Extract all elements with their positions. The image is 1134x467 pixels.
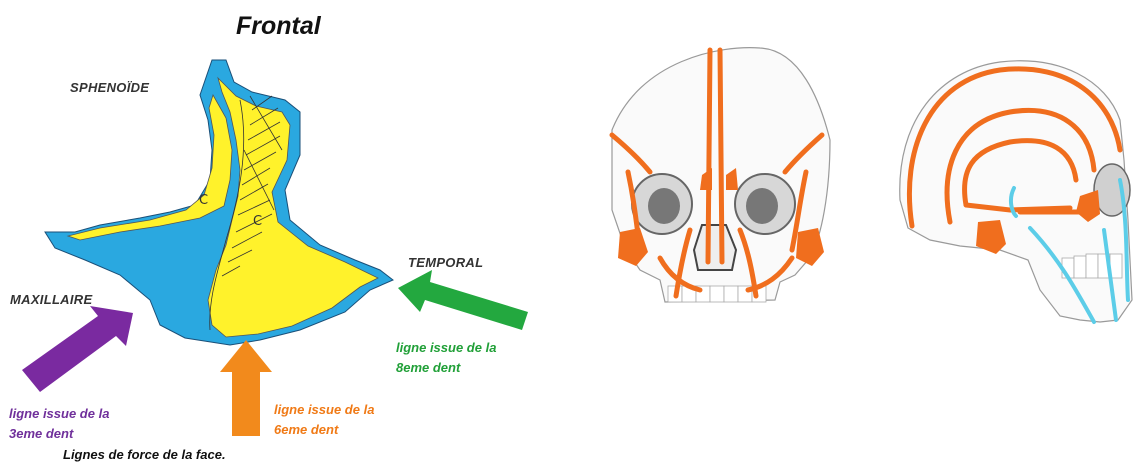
figure-title: Frontal xyxy=(236,12,321,41)
note-8th-tooth: ligne issue de la 8eme dent xyxy=(396,338,496,378)
label-maxillaire: MAXILLAIRE xyxy=(10,292,92,307)
arrow-green xyxy=(398,270,528,330)
note-8th-tooth-line2: 8eme dent xyxy=(396,358,496,378)
note-3rd-tooth-line2: 3eme dent xyxy=(9,424,109,444)
arrow-purple xyxy=(22,306,133,392)
region-mark-c2: C xyxy=(253,214,262,229)
figure-caption: Lignes de force de la face. xyxy=(63,447,226,462)
region-mark-c1: C xyxy=(199,193,208,208)
label-sphenoide: SPHENOÏDE xyxy=(70,80,149,95)
note-6th-tooth-line1: ligne issue de la xyxy=(274,400,374,420)
note-3rd-tooth-line1: ligne issue de la xyxy=(9,404,109,424)
skull-frontal-view xyxy=(612,48,830,302)
skull-lateral-view xyxy=(900,61,1132,322)
note-8th-tooth-line1: ligne issue de la xyxy=(396,338,496,358)
note-6th-tooth: ligne issue de la 6eme dent xyxy=(274,400,374,440)
note-3rd-tooth: ligne issue de la 3eme dent xyxy=(9,404,109,444)
label-temporal: TEMPORAL xyxy=(408,255,483,270)
maxilla-schematic xyxy=(45,60,393,345)
nasal-cavity xyxy=(694,225,736,270)
arrow-orange xyxy=(220,340,272,436)
note-6th-tooth-line2: 6eme dent xyxy=(274,420,374,440)
lateral-teeth xyxy=(1062,254,1122,278)
